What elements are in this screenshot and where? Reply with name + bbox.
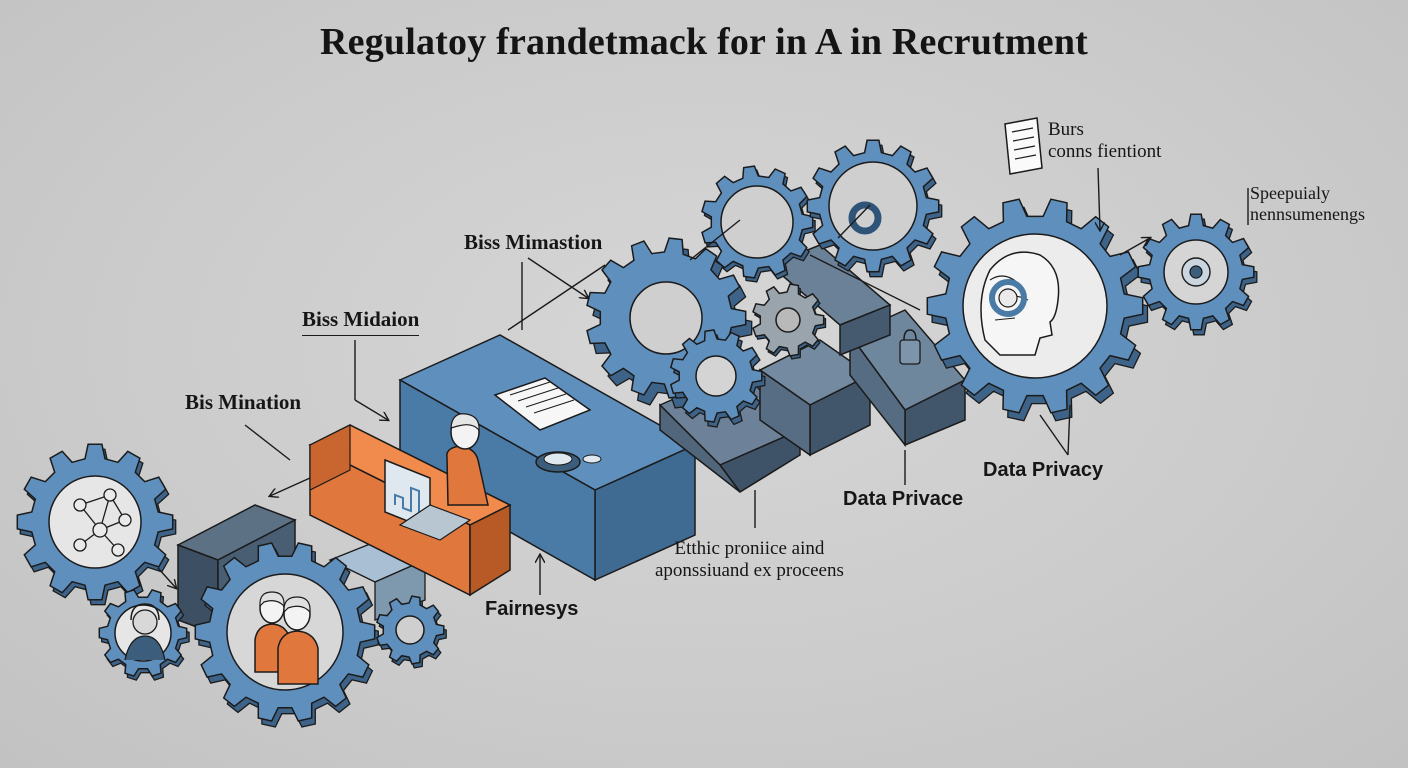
person-silhouette-icon (446, 413, 489, 506)
label-bis-mination: Bis Mination (185, 390, 302, 414)
label-biss-midaion: Biss Midaion (302, 307, 420, 337)
label-ethic-process: Etthic proniice aind aponssiuand ex proc… (655, 538, 844, 582)
gear-bottom-small (375, 595, 447, 669)
connector-arrows (157, 167, 1249, 595)
gear-center-large-hub (629, 281, 703, 355)
label-fairnesys: Fairnesys (485, 598, 579, 620)
document-icon (493, 377, 592, 431)
label-burs-line-2: conns fientiont (1048, 140, 1162, 162)
gear-top-middle-ring (848, 201, 882, 235)
gear-center-small-hub (695, 355, 737, 397)
gear-top-left-small (701, 165, 816, 283)
label-data-privacy: Data Privacy (983, 459, 1104, 481)
label-burs-conns: Burs conns fientiont (1048, 119, 1161, 163)
checklist-icon (1004, 117, 1043, 175)
label-ethic-line-1: Etthic proniice aind (674, 538, 825, 559)
computer-monitor-icon (384, 458, 472, 541)
label-biss-mimastion: Biss Mimastion (464, 230, 603, 254)
network-icon (73, 488, 132, 557)
diagram-title: Regulatoy frandetmack for in A in Recrut… (319, 21, 1089, 63)
label-ethic-line-2: aponssiuand ex proceens (655, 559, 844, 581)
headset-person-icon (124, 603, 166, 661)
gear-top-left-small-hub (720, 185, 794, 259)
gear-center-small (669, 329, 766, 428)
team-people-icon (254, 591, 319, 685)
blocks (176, 244, 967, 637)
label-burs-line-1: Burs (1048, 119, 1084, 140)
label-speep-line-1: Speepuialy (1250, 183, 1330, 203)
gear-bottom-small-hub (395, 615, 425, 645)
magnifier-dish-icon (535, 451, 602, 473)
label-speepuialy: Speepuialy nennsumenengs (1250, 183, 1365, 224)
settings-gear-icon (1181, 257, 1211, 287)
right-block (758, 339, 872, 457)
gear-center-grey-hub (775, 307, 801, 333)
lock-icon (899, 329, 921, 365)
gear-center-grey (752, 283, 827, 360)
label-data-privace: Data Privace (843, 488, 964, 510)
robot-head-icon (980, 251, 1060, 356)
label-speep-line-2: nennsumenengs (1250, 203, 1365, 224)
